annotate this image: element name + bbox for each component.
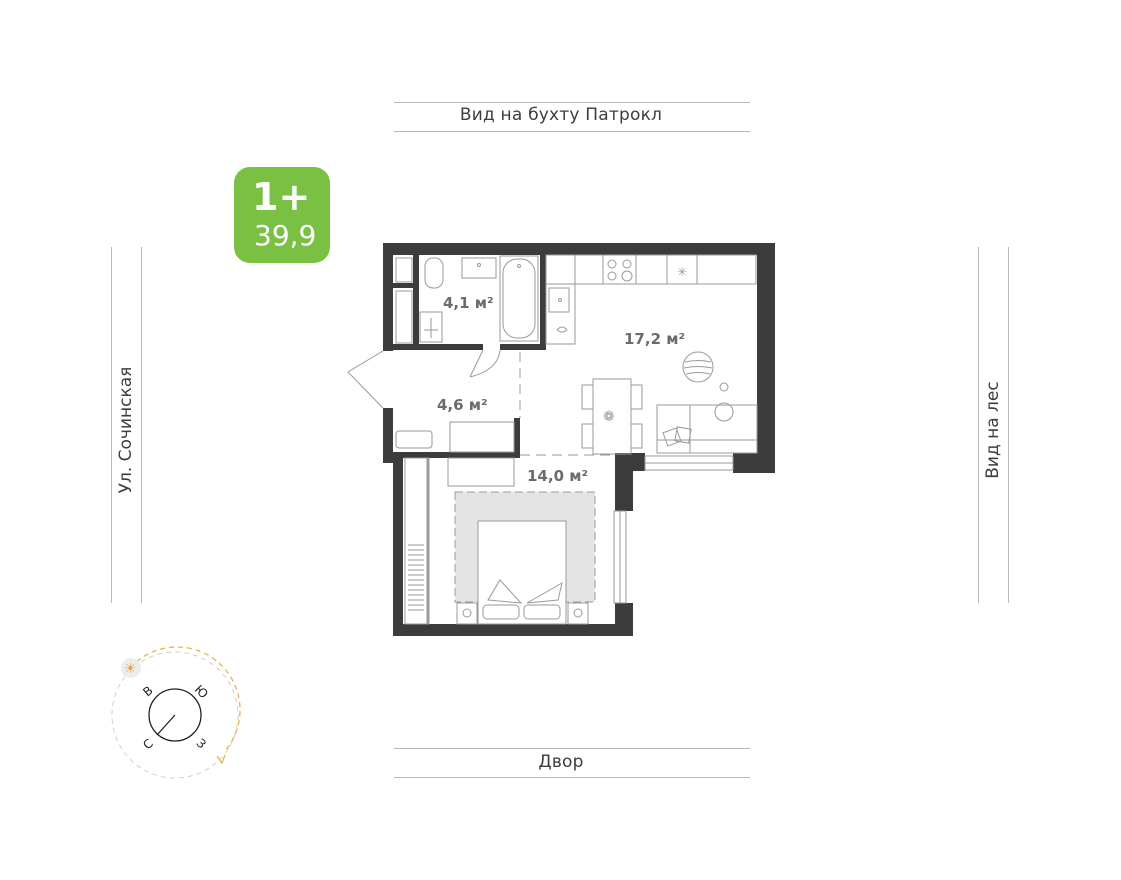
walls (383, 243, 775, 636)
room-area-bathroom: 4,1 м² (443, 294, 494, 312)
bottom-rule-lower (394, 777, 750, 778)
sun-icon: ☀ (124, 661, 137, 677)
kitchen: ✳ (545, 254, 757, 345)
top-rule-upper (394, 102, 750, 103)
svg-text:❁: ❁ (603, 409, 615, 425)
room-area-bedroom: 14,0 м² (527, 467, 588, 485)
view-label-bottom: Двор (538, 752, 584, 772)
view-label-top: Вид на бухту Патрокл (459, 105, 663, 125)
svg-text:✳: ✳ (677, 265, 687, 279)
sun-icon-bg (121, 658, 141, 678)
top-rule-lower (394, 131, 750, 132)
hallway-furniture (347, 350, 615, 456)
living-furniture: ❁ (581, 351, 758, 471)
apartment-badge: 1+ 39,9 (234, 167, 330, 263)
apartment-total-area: 39,9 (254, 219, 317, 252)
apartment-type: 1+ (252, 175, 311, 219)
right-rule-outer (978, 247, 979, 603)
right-rule-inner (1008, 247, 1009, 603)
left-rule-inner (141, 247, 142, 603)
room-area-hallway: 4,6 м² (437, 396, 488, 414)
compass: ☀ В Ю С З (111, 646, 241, 779)
compass-west: З (194, 736, 209, 751)
bathroom-fixtures (395, 255, 539, 378)
room-area-living: 17,2 м² (624, 330, 685, 348)
left-rule-outer (111, 247, 112, 603)
bottom-rule-upper (394, 748, 750, 749)
compass-north: С (140, 736, 155, 752)
compass-east: В (140, 683, 155, 699)
bedroom-furniture (404, 457, 627, 625)
